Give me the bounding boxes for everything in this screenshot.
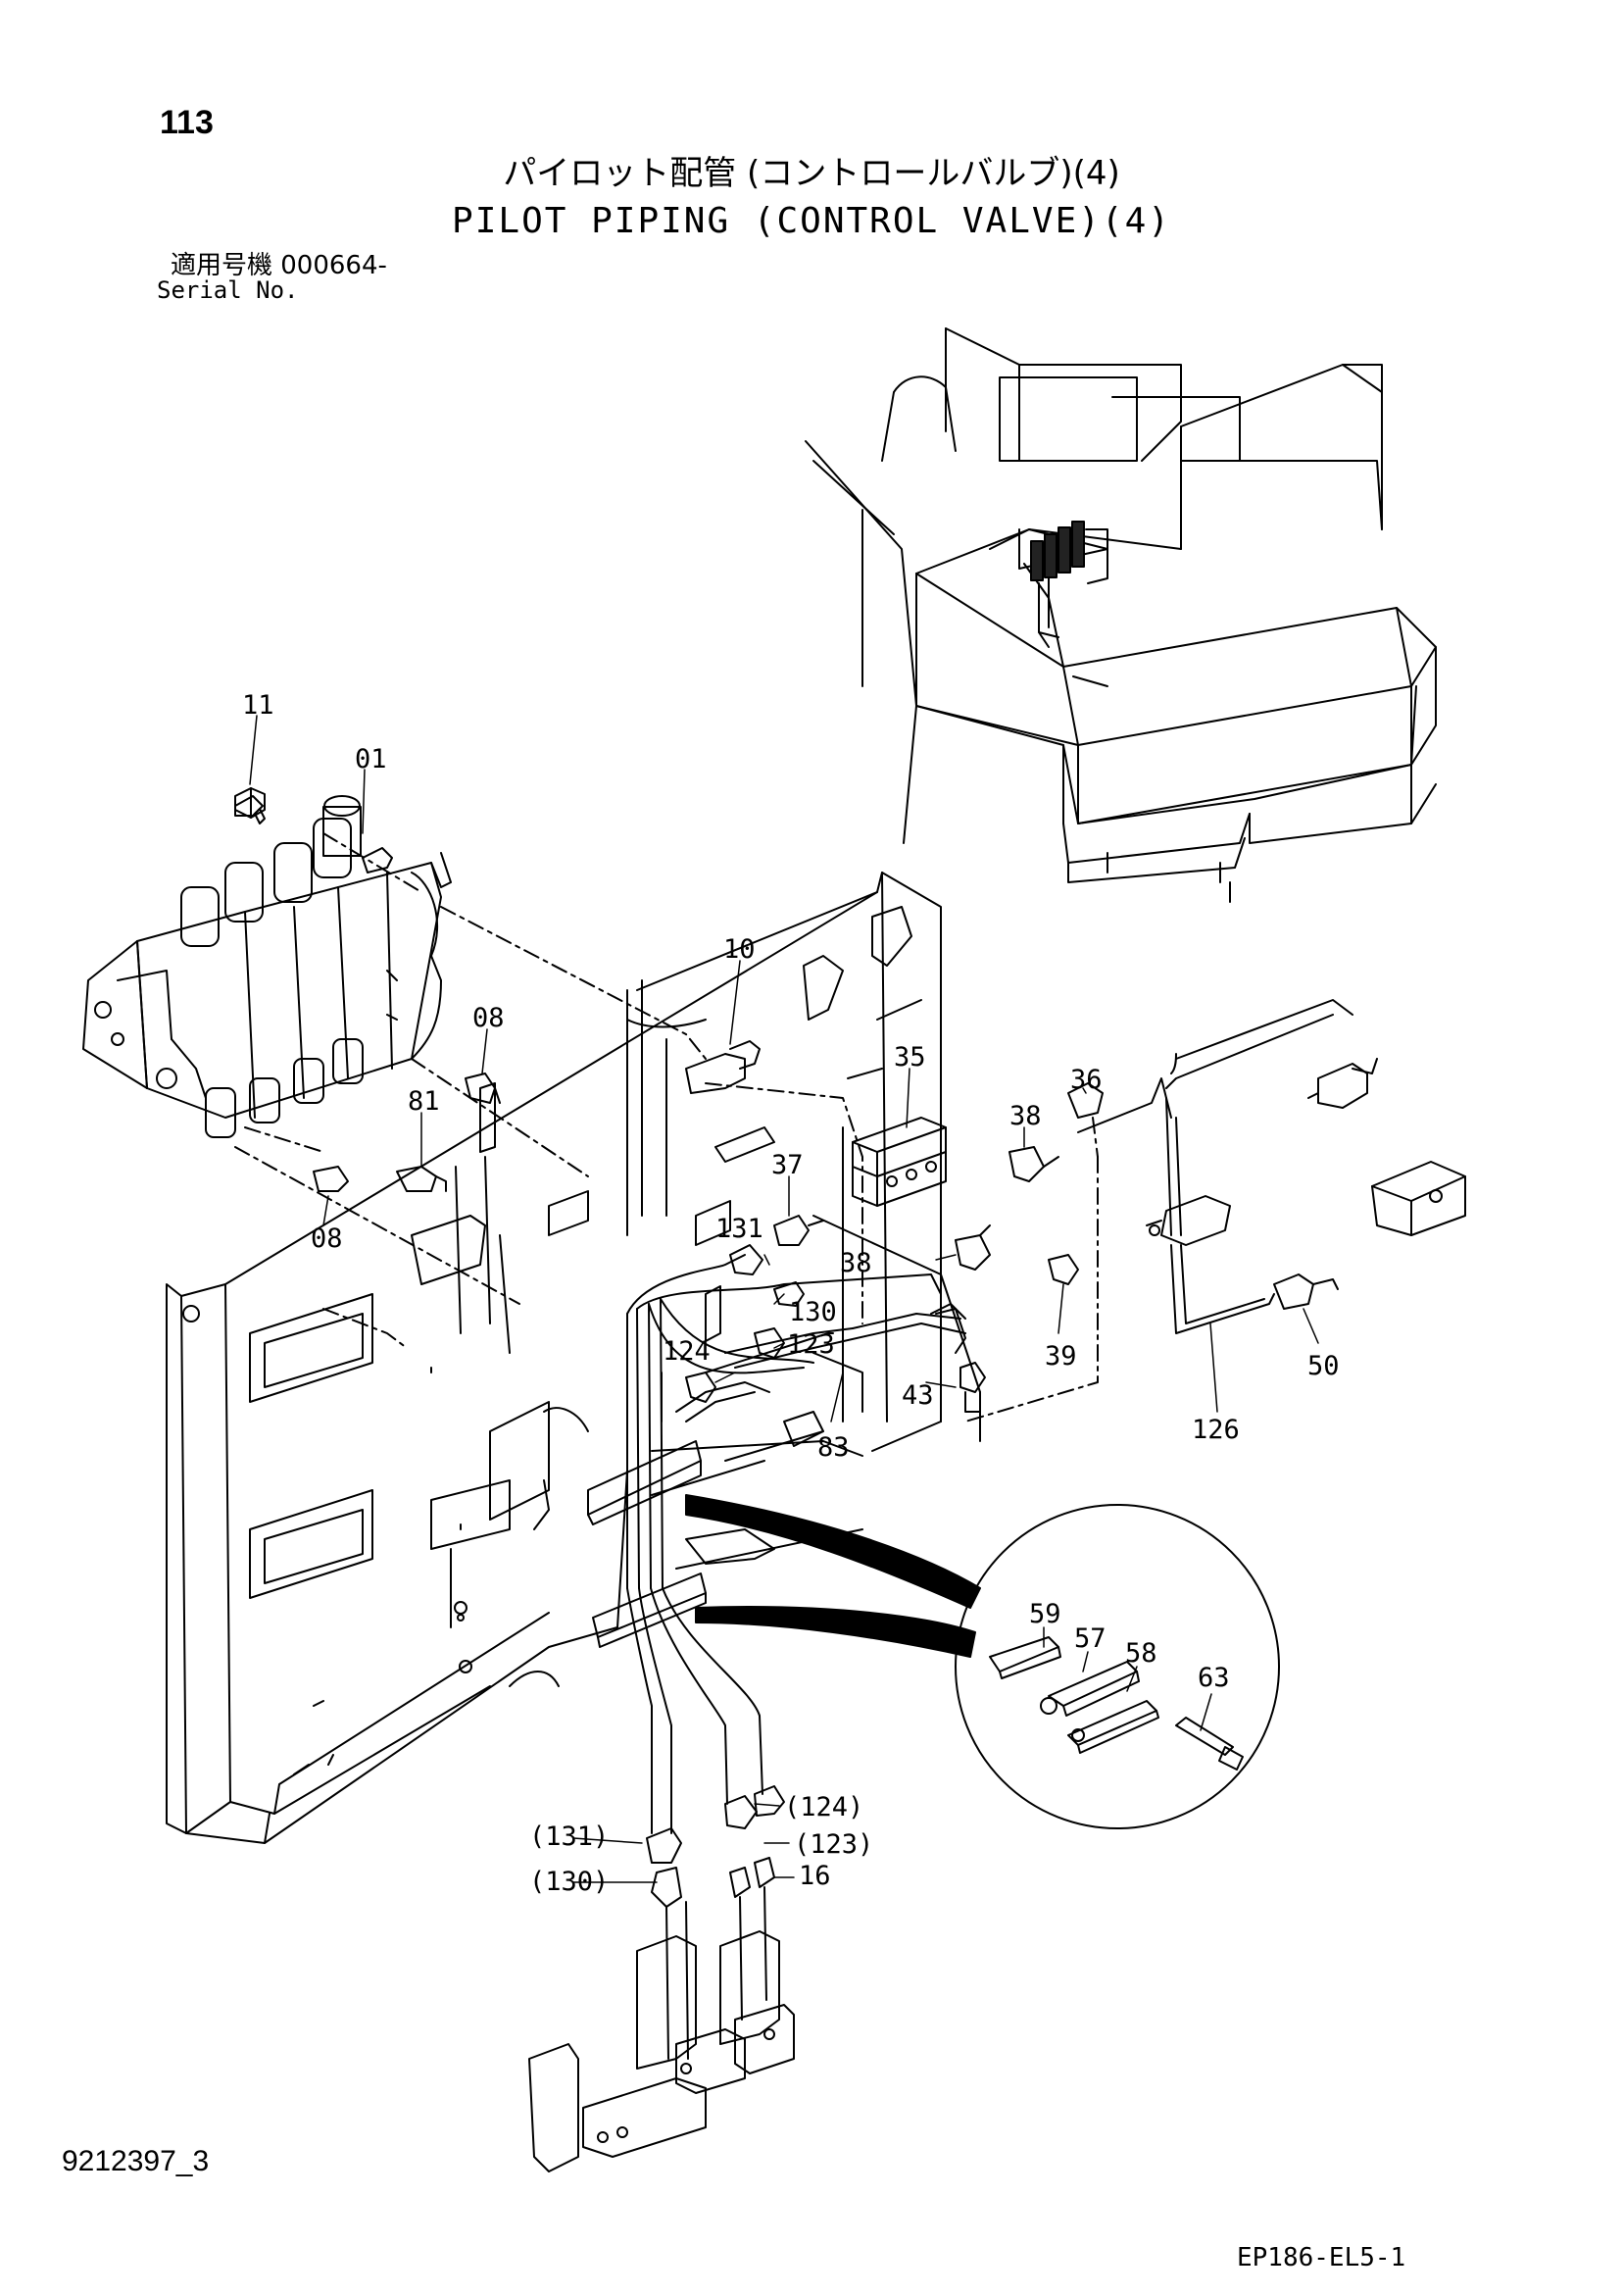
callout-83: 83 [817,1432,850,1463]
clamp-detail-inset [955,1504,1280,1829]
callout-58: 58 [1125,1638,1157,1669]
drawing-id: 9212397_3 [62,2145,210,2177]
callout-124: 124 [663,1336,711,1367]
callout-131: 131 [715,1214,763,1244]
callout-10: 10 [723,934,756,965]
callout-63: 63 [1198,1663,1230,1693]
callout-08-lower: 08 [311,1223,343,1254]
title-english: PILOT PIPING (CONTROL VALVE)(4) [452,201,1171,241]
callout-57: 57 [1074,1623,1107,1654]
callout-43: 43 [902,1380,934,1411]
callout-59: 59 [1029,1599,1061,1629]
callout-130-ref: (130) [529,1867,609,1897]
callout-123: 123 [787,1329,835,1360]
title-japanese: パイロット配管 (コントロールバルブ)(4) [503,154,1120,193]
frame-bracket-illustration [166,872,981,1844]
callout-123-ref: (123) [794,1829,873,1860]
callout-11: 11 [242,690,274,721]
callout-81: 81 [408,1086,440,1117]
callout-38-lower: 38 [840,1248,872,1278]
control-valve-illustration [82,787,452,1138]
callout-01: 01 [355,744,387,774]
page-number: 113 [160,104,214,141]
callout-35: 35 [894,1042,926,1073]
callout-124-ref: (124) [784,1792,863,1822]
serial-label-english: Serial No. [157,276,299,304]
callout-16: 16 [799,1861,831,1891]
leader-lines [249,715,1319,1883]
callout-50: 50 [1307,1351,1340,1381]
callout-39: 39 [1045,1341,1077,1372]
callout-130: 130 [789,1297,837,1327]
callout-38-upper: 38 [1009,1101,1042,1131]
machine-overview-illustration [805,327,1437,903]
sheet-code: EP186-EL5-1 [1237,2243,1406,2272]
mounting-lines [234,832,1099,1423]
callout-131-ref: (131) [529,1822,609,1852]
callout-126: 126 [1192,1415,1240,1445]
pilot-hoses [626,999,1353,1834]
callout-37: 37 [771,1150,804,1180]
callout-36: 36 [1070,1065,1103,1095]
callout-08-upper: 08 [472,1003,505,1033]
callout-labels: 11 01 10 08 81 08 35 36 37 38 38 131 130… [242,690,1340,1897]
serial-label-japanese: 適用号機 000664- [171,251,387,280]
